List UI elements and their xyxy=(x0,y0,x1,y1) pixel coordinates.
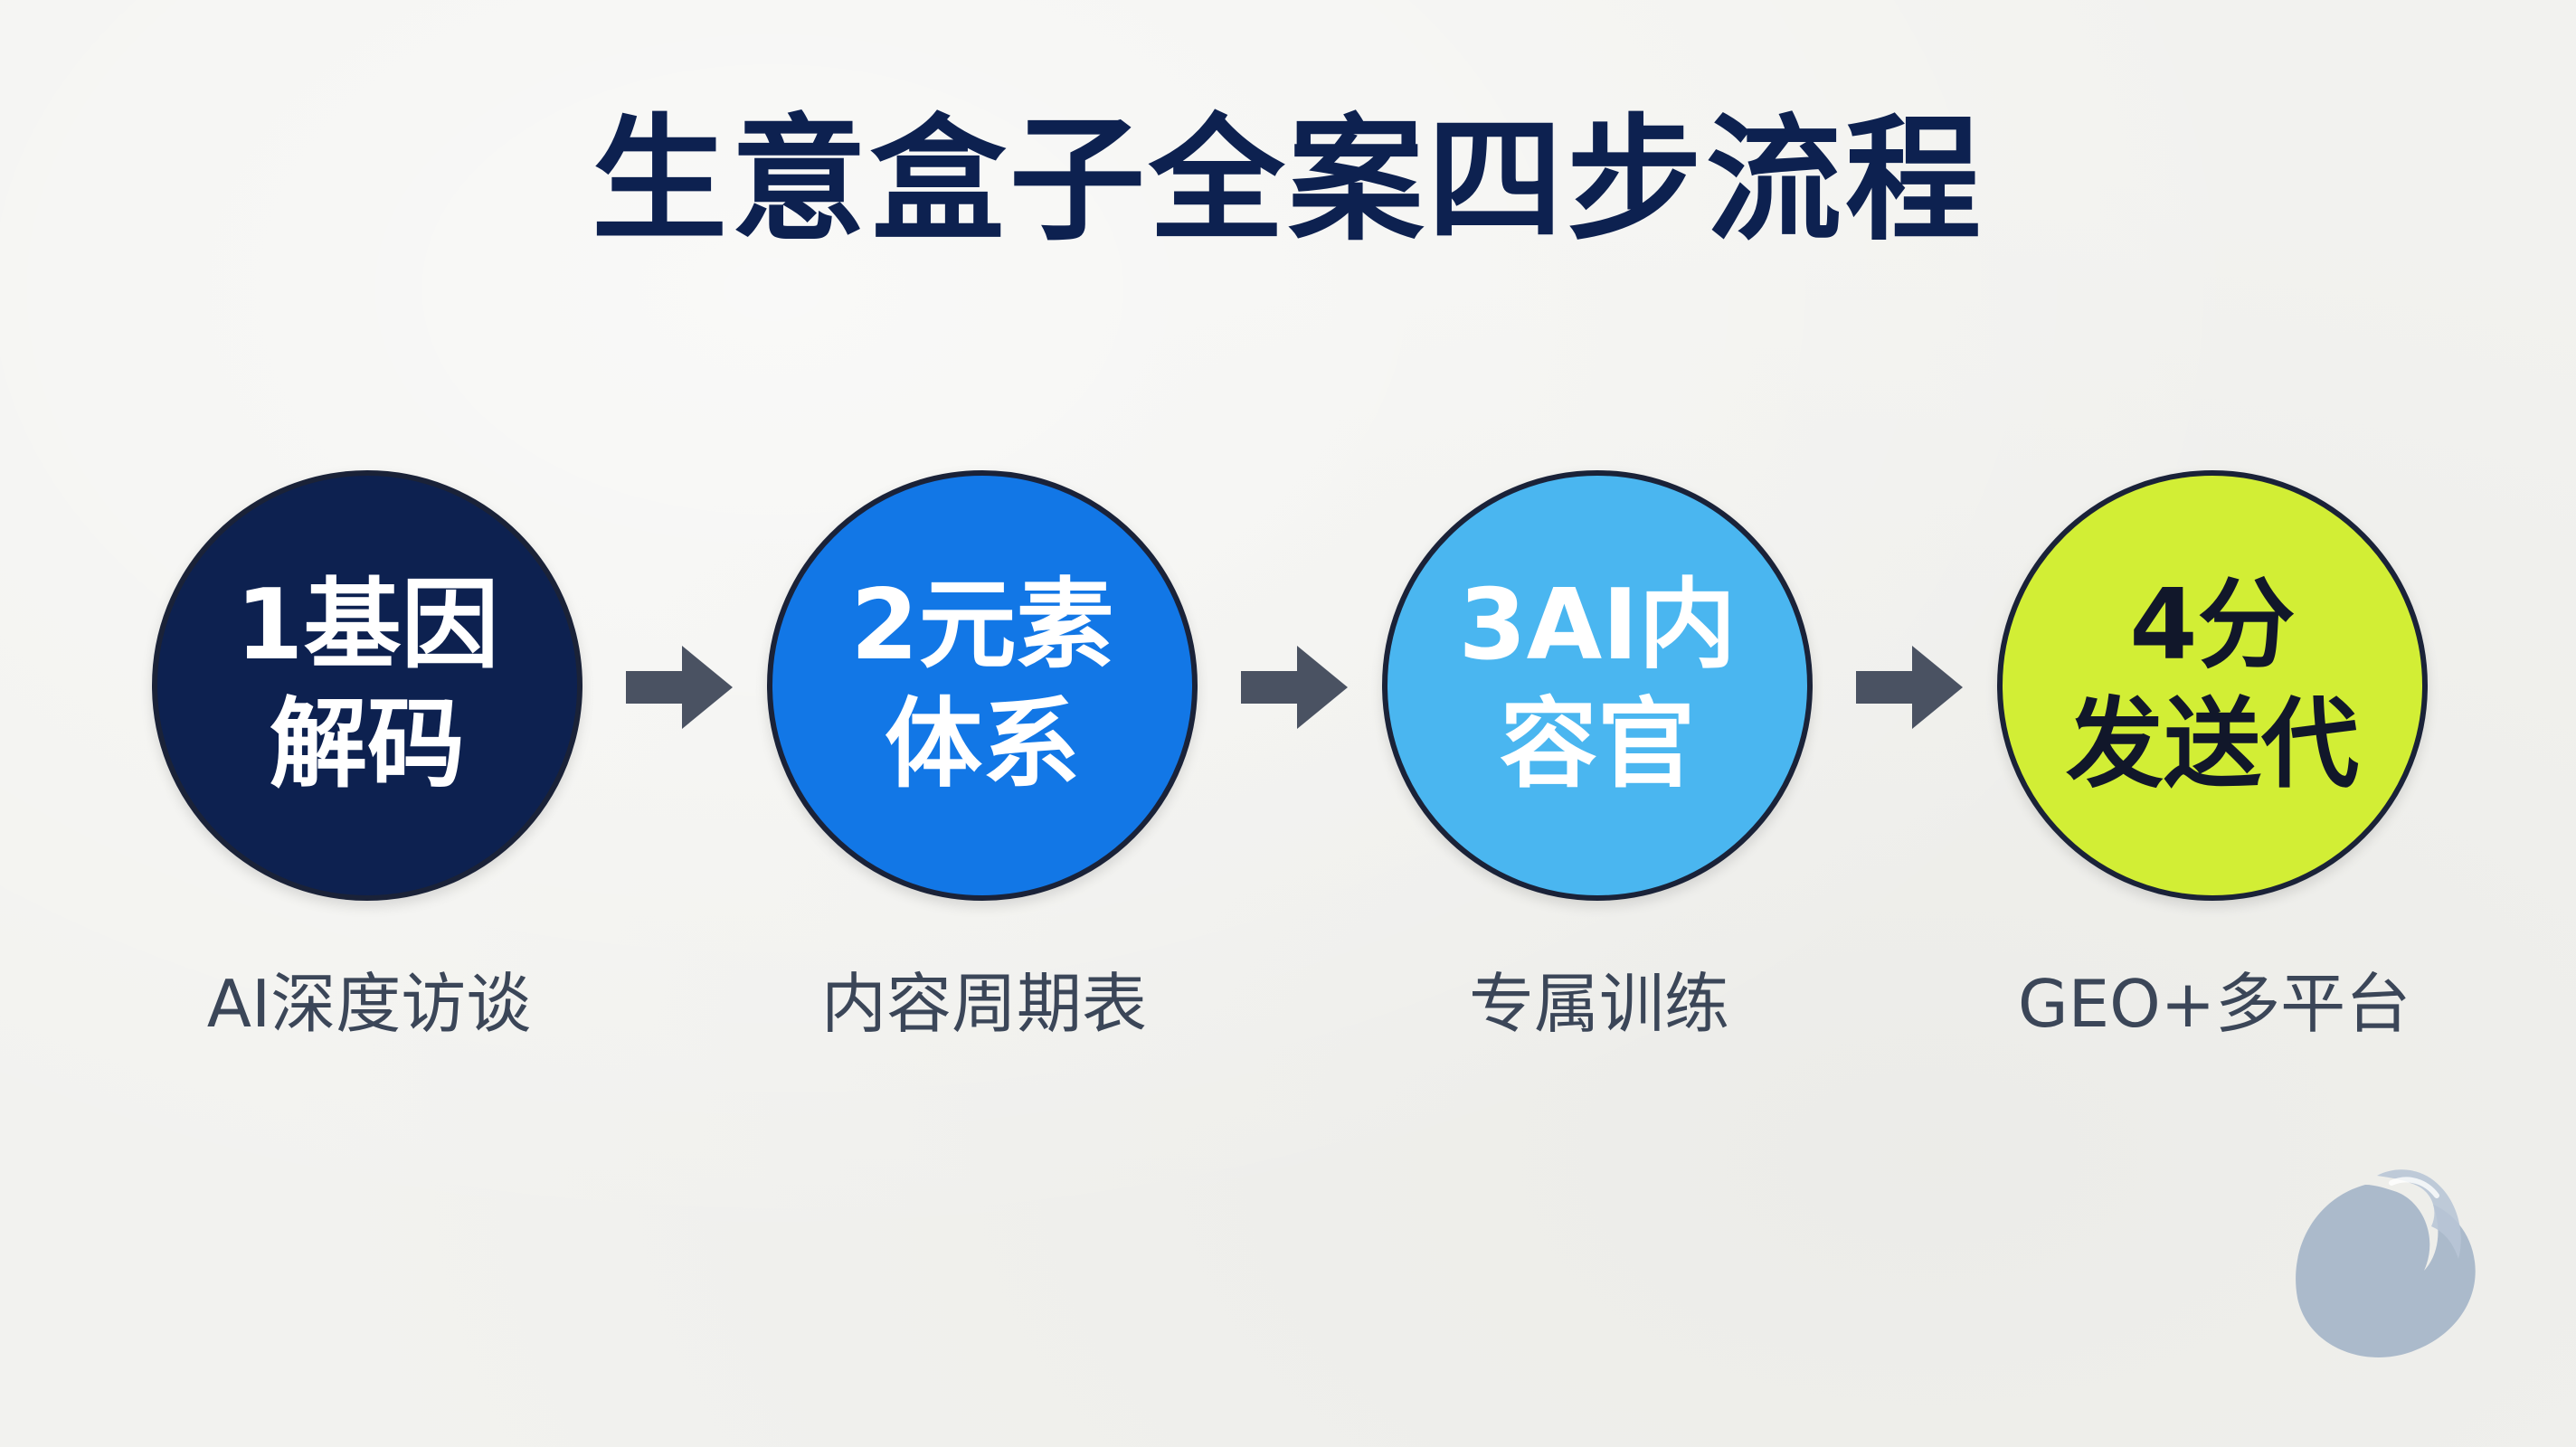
step-1: 1基因 解码 xyxy=(152,470,586,904)
step-title-line-1: 1基因 xyxy=(235,569,499,682)
step-circle: 3AI内 容官 xyxy=(1382,470,1813,901)
step-circle: 2元素 体系 xyxy=(767,470,1198,901)
step-circle: 4分 发送代 xyxy=(1997,470,2428,901)
right-arrow-icon xyxy=(1856,646,1963,729)
step-title-line-2: 解码 xyxy=(269,688,465,801)
step-title-line-1: 3AI内 xyxy=(1458,569,1737,682)
droplet-logo-icon xyxy=(2296,1169,2476,1357)
right-arrow-icon xyxy=(1241,646,1348,729)
step-caption: 专属训练 xyxy=(1468,966,1729,1042)
step-caption: AI深度访谈 xyxy=(206,966,532,1042)
right-arrow-icon xyxy=(626,646,733,729)
step-3: 3AI内 容官 xyxy=(1382,470,1816,904)
step-4: 4分 发送代 xyxy=(1997,470,2431,904)
step-title-line-2: 容官 xyxy=(1499,688,1695,801)
step-caption: 内容周期表 xyxy=(820,966,1147,1042)
step-title-line-2: 发送代 xyxy=(2065,688,2359,801)
step-caption: GEO+多平台 xyxy=(2017,966,2411,1042)
page-title: 生意盒子全案四步流程 xyxy=(591,102,1984,260)
step-title-line-2: 体系 xyxy=(884,688,1080,801)
step-2: 2元素 体系 xyxy=(767,470,1201,904)
step-circle: 1基因 解码 xyxy=(152,470,582,901)
step-title-line-1: 2元素 xyxy=(850,569,1114,682)
step-title-line-1: 4分 xyxy=(2129,569,2296,682)
